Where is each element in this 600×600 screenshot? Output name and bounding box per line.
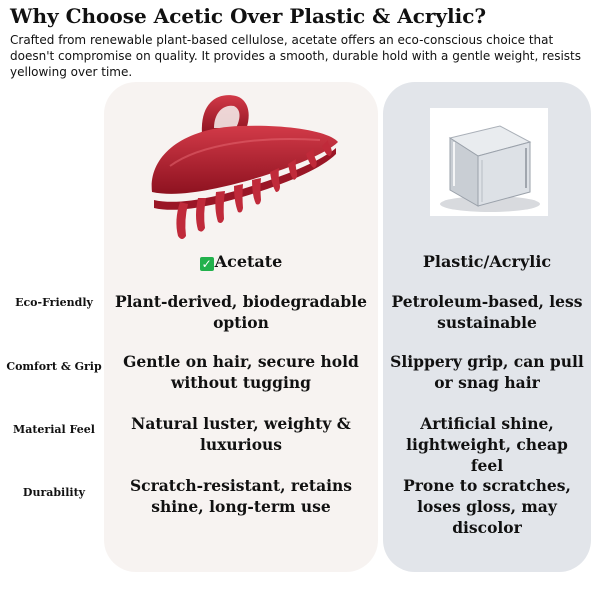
acetate-column-label: Acetate (214, 252, 283, 271)
acrylic-cube-image (430, 108, 548, 216)
acetate-comfort-grip-cell: Gentle on hair, secure hold without tugg… (123, 352, 359, 392)
acetate-eco-friendly-cell: Plant-derived, biodegradable option (115, 292, 367, 332)
acetate-material-feel-cell: Natural luster, weighty & luxurious (131, 414, 351, 454)
plastic-durability-cell: Prone to scratches, loses gloss, may dis… (403, 476, 571, 537)
acetate-claw-clip-image (151, 95, 338, 239)
page-title: Why Choose Acetic Over Plastic & Acrylic… (10, 4, 487, 28)
check-mark-icon: ✓ (199, 257, 214, 271)
row-label-durability: Durability (22, 486, 86, 499)
plastic-eco-friendly-cell: Petroleum-based, less sustainable (391, 292, 583, 332)
row-label-material-feel: Material Feel (13, 423, 95, 436)
plastic-column-header: Plastic/Acrylic (422, 252, 552, 271)
acetate-column-header: ✓Acetate (104, 252, 378, 271)
plastic-comfort-grip-cell: Slippery grip, can pull or snag hair (390, 352, 584, 392)
intro-paragraph: Crafted from renewable plant-based cellu… (10, 33, 581, 79)
row-label-comfort-grip: Comfort & Grip (6, 360, 102, 373)
acetate-durability-cell: Scratch-resistant, retains shine, long-t… (129, 476, 353, 516)
row-label-eco-friendly: Eco-Friendly (15, 296, 93, 309)
plastic-material-feel-cell: Artificial shine, lightweight, cheap fee… (406, 414, 568, 475)
